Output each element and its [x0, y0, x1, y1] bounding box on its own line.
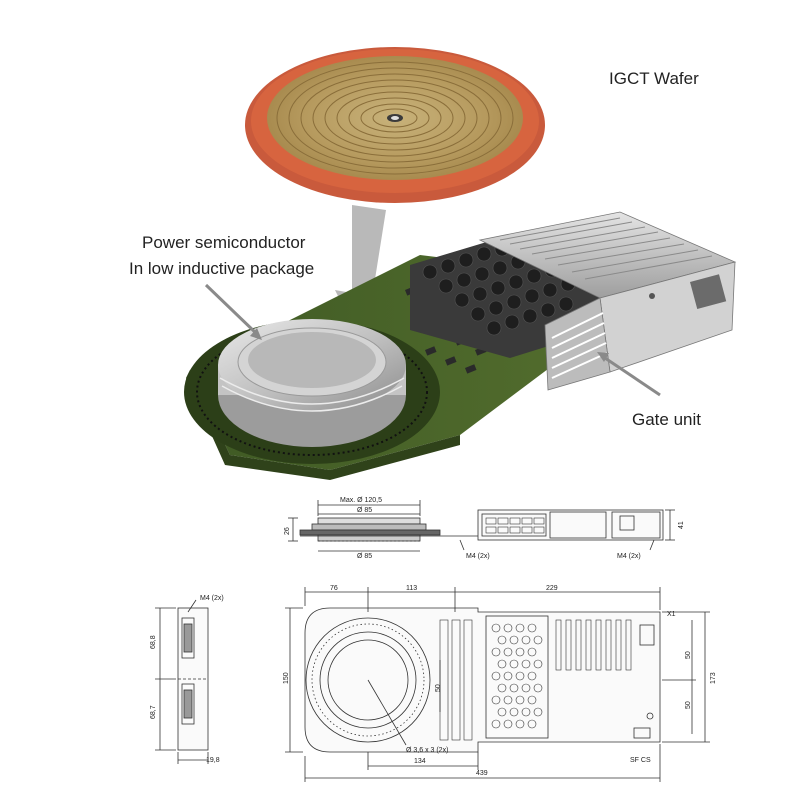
- dimension-labels: Max. Ø 120,5 Ø 85 Ø 85 26 41 M4 (2x) M4 …: [150, 497, 717, 777]
- dim-height-26: 26: [284, 527, 291, 535]
- dim-hole: Ø 3,6 x 3 (2x): [406, 747, 448, 754]
- terminals-sf-cs: SF CS: [630, 757, 651, 764]
- dim-50-upper: 50: [685, 651, 692, 659]
- dim-end-upper: 68,8: [150, 635, 157, 649]
- gate-unit-label: Gate unit: [632, 410, 701, 429]
- dim-113: 113: [406, 585, 417, 592]
- dim-end-lower: 68,7: [150, 705, 157, 719]
- dim-50-lower: 50: [685, 701, 692, 709]
- gate-pointer-arrow: [601, 354, 661, 397]
- dim-thread-left: M4 (2x): [466, 553, 490, 560]
- dim-thread-right: M4 (2x): [617, 553, 641, 560]
- press-pack-disc: [184, 319, 440, 464]
- end-view-drawing: [155, 599, 209, 764]
- power-semiconductor-label: Power semiconductor: [142, 233, 306, 252]
- dim-173: 173: [710, 672, 717, 684]
- dim-50-inner: 50: [435, 684, 442, 692]
- dim-diameter-bottom: Ø 85: [357, 553, 372, 560]
- dim-end-width: 19,8: [206, 757, 220, 764]
- power-pointer-arrow: [204, 283, 260, 337]
- dim-height-41: 41: [678, 521, 685, 529]
- dim-diameter-top: Ø 85: [357, 507, 372, 514]
- igct-device-photo: [184, 211, 737, 480]
- dim-150: 150: [283, 672, 290, 684]
- top-view-drawing: [285, 587, 710, 782]
- dim-229: 229: [546, 585, 558, 592]
- connector-x1: X1: [667, 611, 676, 618]
- dim-439: 439: [476, 770, 488, 777]
- igct-wafer: [245, 47, 545, 203]
- low-inductive-package-label: In low inductive package: [129, 259, 315, 278]
- dim-max-diameter: Max. Ø 120,5: [340, 497, 382, 504]
- dim-end-thread: M4 (2x): [200, 595, 224, 602]
- dim-76: 76: [330, 585, 338, 592]
- igct-wafer-label: IGCT Wafer: [609, 69, 699, 88]
- gate-unit-housing: [478, 211, 737, 391]
- side-view-drawing: [288, 500, 675, 552]
- dim-134: 134: [414, 758, 426, 765]
